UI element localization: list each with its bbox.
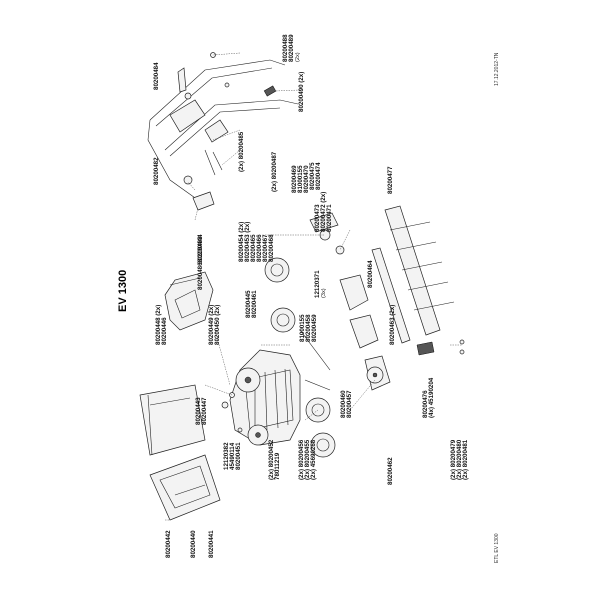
part-label-80200484: 80200484 <box>153 62 160 90</box>
part-label-80200489q: (2x) <box>295 52 301 62</box>
wheels <box>264 257 336 458</box>
part-label-80200461: 80200461 <box>251 290 258 318</box>
part-label-80200442: 80200442 <box>165 530 172 558</box>
part-label-80200488: 80200488 <box>282 34 289 62</box>
part-label-80200479: (2x) 80200479 <box>450 439 457 480</box>
part-label-80200440: 80200440 <box>190 530 197 558</box>
part-label-80200457: 80200457 <box>346 390 353 418</box>
part-label-80200485: (2x) 80200485 <box>238 131 245 172</box>
grass-box-lid <box>164 271 214 331</box>
part-label-80200489: 80200489 <box>288 34 295 62</box>
part-label-80200483: 80200483 <box>197 236 204 264</box>
part-label-12120371q: (3x) <box>321 288 327 298</box>
part-label-80200454: 80200454 (2x) <box>238 222 245 262</box>
part-label-80200456: (2x) 80200456 <box>298 439 305 480</box>
mower-deck <box>229 349 301 446</box>
document-id: ETL EV 1300 <box>494 533 500 563</box>
part-label-80200455: (2x) 80200455 <box>304 439 311 480</box>
grass-box <box>139 384 221 521</box>
small-parts <box>221 339 465 433</box>
part-label-12120382: 12120382 <box>223 442 230 470</box>
part-label-80200465: 80200465 <box>250 234 257 262</box>
part-label-80200449: 80200449 (2x) <box>208 305 215 345</box>
part-label-80200459: 80200459 <box>311 314 318 342</box>
part-label-80200446: 80200446 <box>161 317 168 345</box>
part-label-12120371: 12120371 <box>314 270 321 298</box>
handle-assembly <box>147 52 299 211</box>
date-stamp: 17.12.2012-TN <box>494 52 500 86</box>
part-label-80200486: 80200486 <box>197 262 204 290</box>
part-label-80200443: 80200443 <box>195 397 202 425</box>
part-label-45690268: (2x) 45690268 <box>310 439 317 480</box>
part-label-80200476: 80200476 <box>422 390 429 418</box>
part-label-80200470: 80200470 <box>303 165 310 193</box>
part-label-80200451: 80200451 <box>235 442 242 470</box>
part-label-81000155a: 81000155 <box>297 165 304 193</box>
part-label-80200462: 80200462 <box>387 457 394 485</box>
part-label-45190204: (4x) 45190204 <box>428 377 435 418</box>
part-label-80200452: (2x) 80200452 <box>268 439 275 480</box>
part-label-80200447: 80200447 <box>201 397 208 425</box>
part-label-80200480: (2x) 80200480 <box>456 439 463 480</box>
diagram-title: EV 1300 <box>117 270 129 312</box>
part-label-80200464: 80200464 <box>367 260 374 288</box>
part-label-80200444: 80200444 <box>197 234 204 262</box>
part-label-80200463: 80200463 (2x) <box>389 305 396 345</box>
part-label-80200453: 80200453 (2x) <box>244 222 251 262</box>
leader-lines <box>165 52 462 521</box>
part-label-80200450: 80200450 (2x) <box>214 305 221 345</box>
part-label-80200448: 80200448 (2x) <box>155 305 162 345</box>
part-label-80200490: 80200490 (2x) <box>298 72 305 112</box>
part-label-80200469: 80200469 <box>291 165 298 193</box>
part-label-80200481: (2x) 80200481 <box>462 439 469 480</box>
part-label-78011219: 78011219 <box>274 452 281 480</box>
part-label-80200441: 80200441 <box>208 530 215 558</box>
part-label-80200468: 80200468 <box>268 234 275 262</box>
part-label-81000155b: 81000155 <box>299 314 306 342</box>
part-label-80200487: (2x) 80200487 <box>271 151 278 192</box>
part-label-80200458: 80200458 <box>305 314 312 342</box>
part-label-80200482: 80200482 <box>153 157 160 185</box>
part-label-80200445: 80200445 <box>245 290 252 318</box>
part-label-80200471: 80200471 <box>326 204 333 232</box>
part-label-45490114: 45490114 <box>229 442 236 470</box>
part-label-80200477: 80200477 <box>387 166 394 194</box>
part-label-80200466: 80200466 <box>256 234 263 262</box>
part-label-80200467: 80200467 <box>262 234 269 262</box>
part-label-80200460: 80200460 <box>340 390 347 418</box>
part-label-80200475: 80200475 <box>309 162 316 190</box>
scarifier-roller <box>371 205 455 344</box>
part-label-80200472: 80200472 (2x) <box>320 192 327 232</box>
part-label-80200473: 80200473 <box>314 204 321 232</box>
motor-assembly <box>299 212 391 391</box>
part-label-80200474: 80200474 <box>315 162 322 190</box>
